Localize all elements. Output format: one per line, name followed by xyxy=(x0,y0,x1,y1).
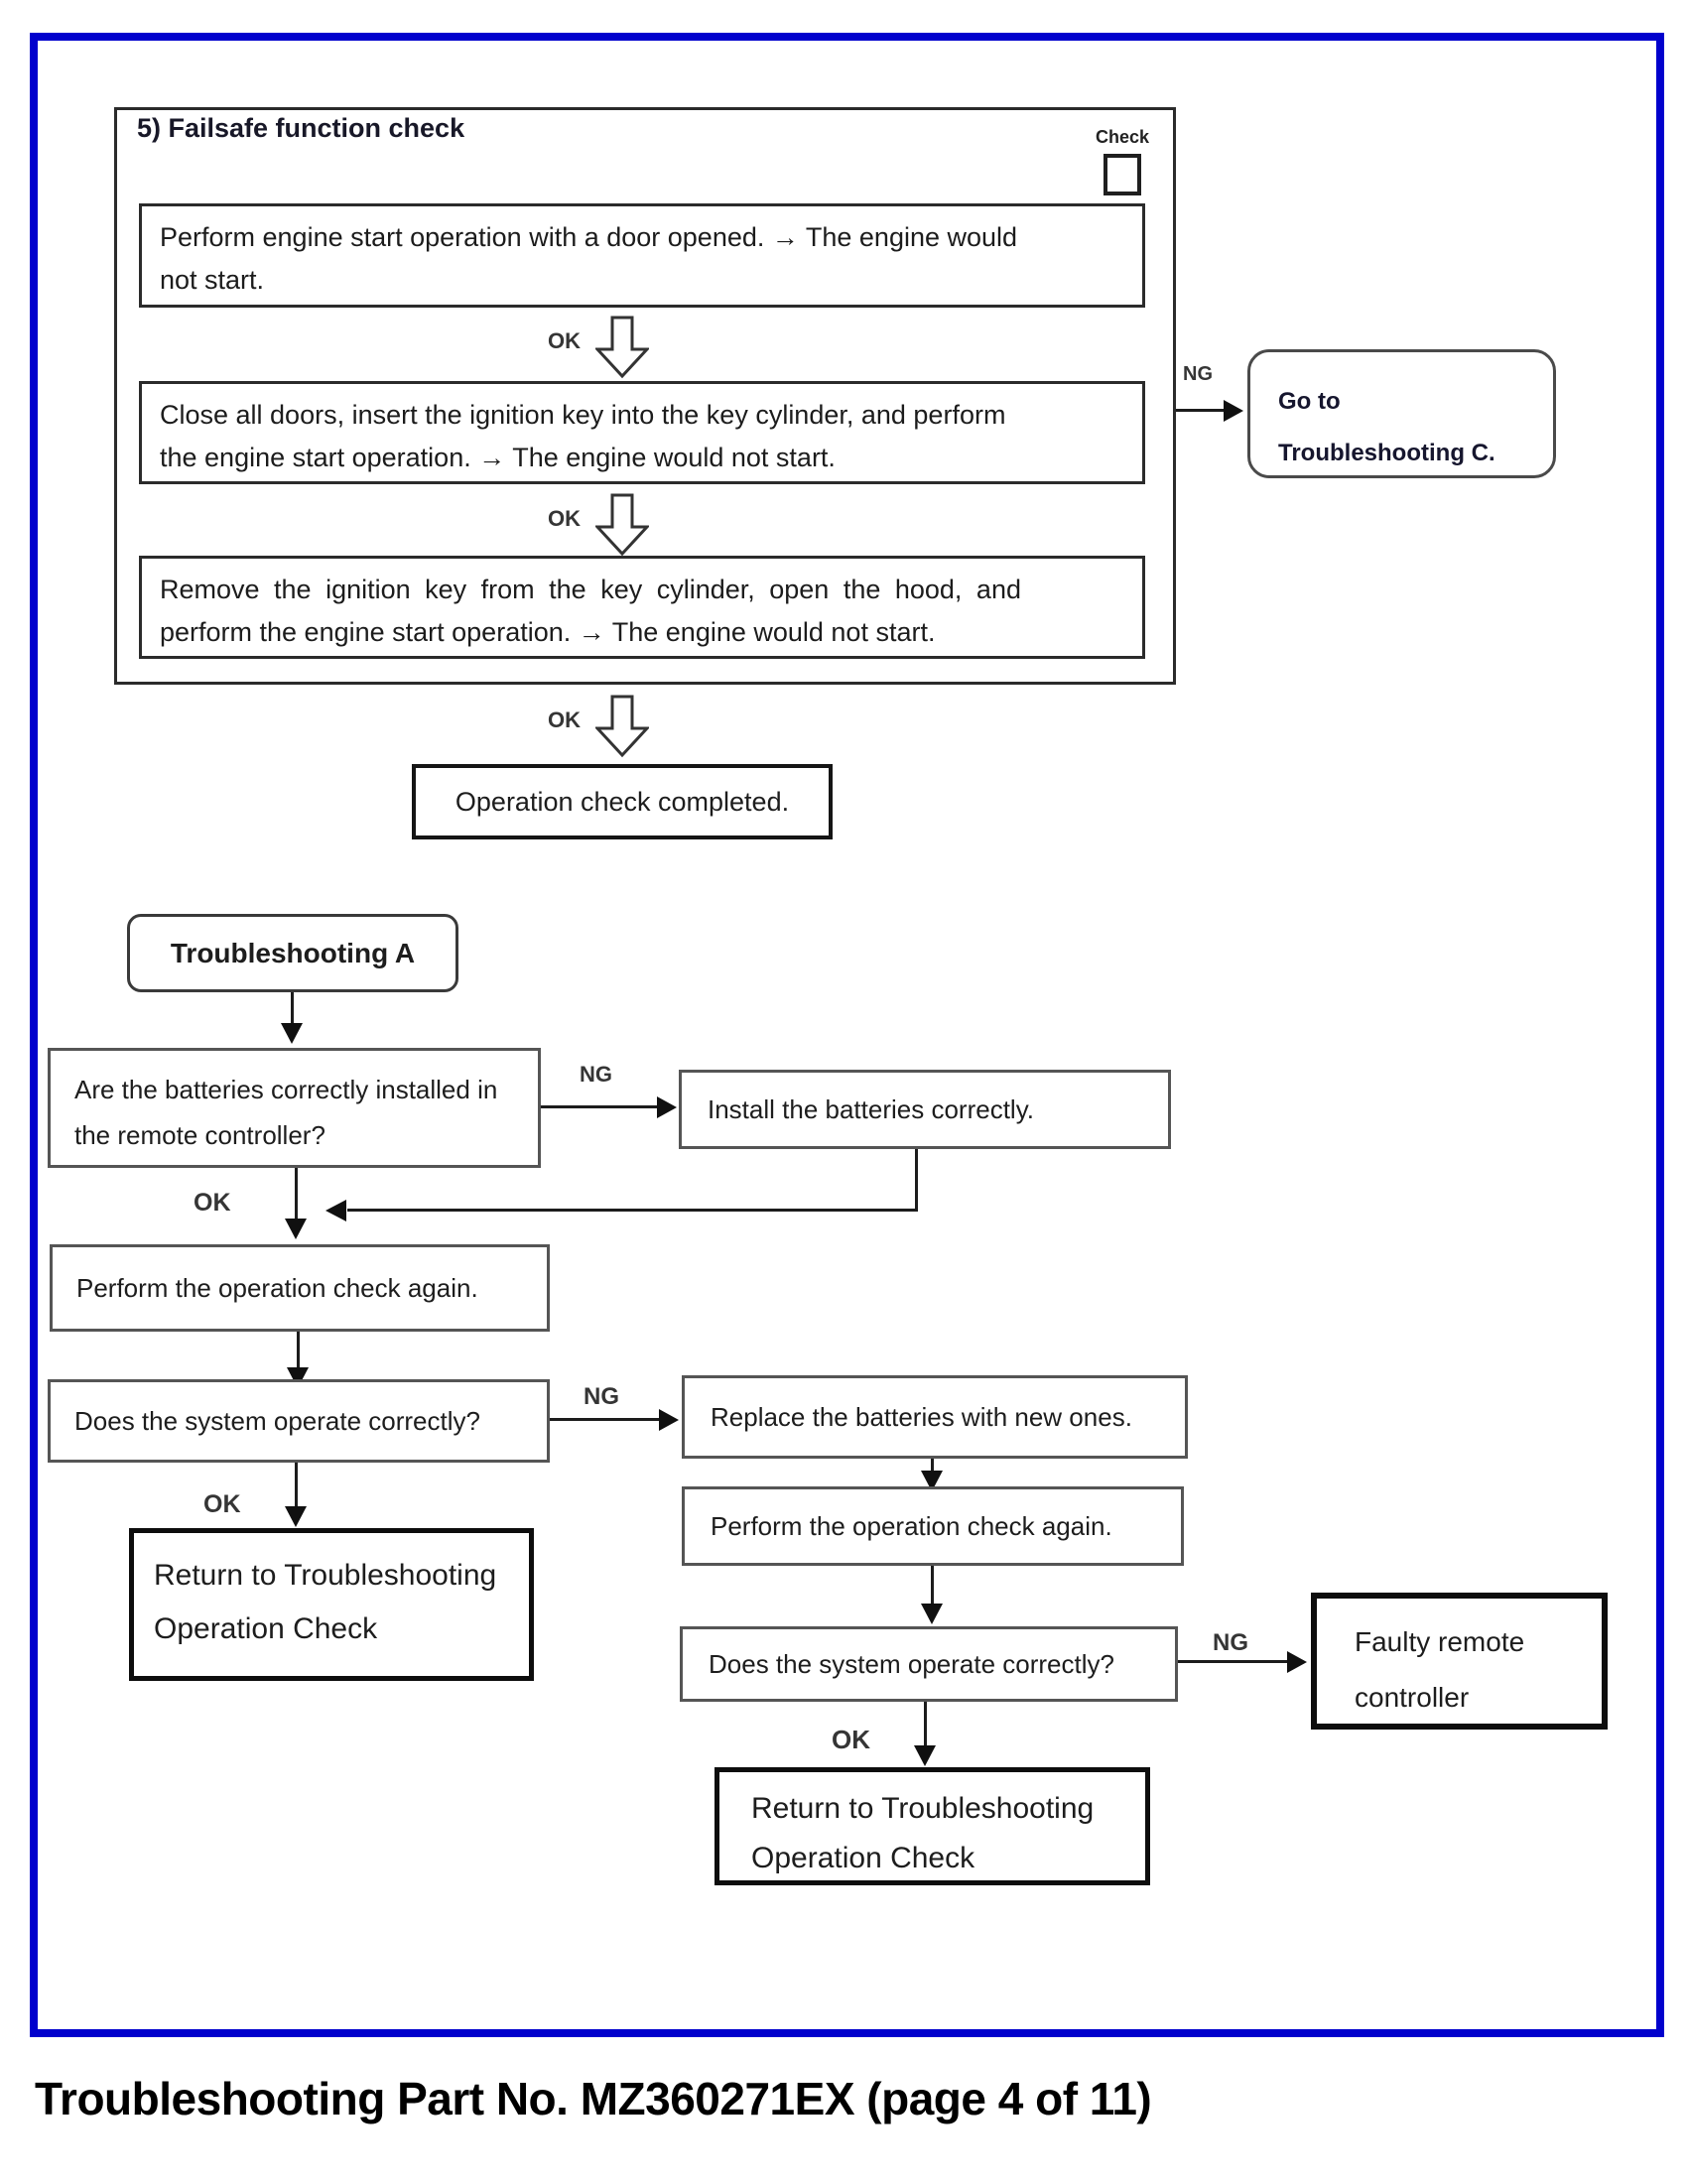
ng-connector-line xyxy=(1176,409,1226,412)
question-line: Are the batteries correctly installed in xyxy=(74,1075,498,1104)
flow-line xyxy=(291,992,294,1024)
ng-connector-line xyxy=(541,1105,662,1108)
install-batteries-box: Install the batteries correctly. xyxy=(679,1070,1171,1149)
flow-arrowhead-icon xyxy=(914,1745,936,1766)
ng-label: NG xyxy=(1183,363,1213,385)
ok-label: OK xyxy=(203,1490,241,1518)
return-line-text: Return to Troubleshooting xyxy=(154,1559,497,1592)
faulty-line-text: controller xyxy=(1355,1682,1470,1713)
ok-label: OK xyxy=(548,707,581,732)
ok-block-arrow-icon xyxy=(595,695,649,758)
ng-label: NG xyxy=(1213,1629,1248,1656)
ok-block-arrow-icon xyxy=(595,316,649,379)
check-label: Check xyxy=(1095,127,1150,147)
battery-question-box: Are the batteries correctly installed in… xyxy=(48,1048,541,1168)
page-caption: Troubleshooting Part No. MZ360271EX (pag… xyxy=(35,2073,1152,2124)
ng-connector-line xyxy=(1178,1660,1293,1663)
return-line-text: Return to Troubleshooting xyxy=(751,1792,1095,1825)
step-text-line: Close all doors, insert the ignition key… xyxy=(160,400,1006,430)
flow-arrowhead-icon xyxy=(285,1506,307,1527)
ng-arrowhead-icon xyxy=(1287,1651,1307,1673)
failsafe-step-2-box: Close all doors, insert the ignition key… xyxy=(139,381,1145,484)
failsafe-step-3-box: Remove the ignition key from the key cyl… xyxy=(139,556,1145,659)
flow-line xyxy=(931,1566,934,1606)
step-text-line: Remove the ignition key from the key cyl… xyxy=(160,575,1021,604)
perform-check-right-box: Perform the operation check again. xyxy=(682,1486,1184,1566)
ng-arrowhead-icon xyxy=(1224,400,1243,422)
flow-line xyxy=(931,1459,934,1473)
ok-label: OK xyxy=(548,506,581,531)
return-right-box: Return to Troubleshooting Operation Chec… xyxy=(714,1767,1150,1885)
return-arrowhead-icon xyxy=(325,1200,346,1221)
check-checkbox xyxy=(1104,154,1141,195)
step-text-line: Perform engine start operation with a do… xyxy=(160,222,1018,252)
operation-check-completed-box: Operation check completed. xyxy=(412,764,833,839)
question-line: the remote controller? xyxy=(74,1120,325,1150)
failsafe-section-title: 5) Failsafe function check xyxy=(137,113,465,143)
troubleshooting-a-start-box: Troubleshooting A xyxy=(127,914,458,992)
flow-arrowhead-icon xyxy=(921,1471,943,1491)
failsafe-step-1-box: Perform engine start operation with a do… xyxy=(139,203,1145,308)
flow-arrowhead-icon xyxy=(285,1219,307,1239)
return-line-text: Operation Check xyxy=(154,1612,378,1645)
flow-arrowhead-icon xyxy=(921,1604,943,1624)
system-question-right-box: Does the system operate correctly? xyxy=(680,1626,1178,1702)
flow-line xyxy=(295,1168,298,1220)
faulty-remote-box: Faulty remote controller xyxy=(1311,1593,1608,1730)
ok-block-arrow-icon xyxy=(595,493,649,557)
step-text-line: perform the engine start operation. → Th… xyxy=(160,617,936,647)
goto-line: Troubleshooting C. xyxy=(1278,440,1495,466)
ng-connector-line xyxy=(550,1418,665,1421)
step-text-line: the engine start operation. → The engine… xyxy=(160,443,836,472)
ok-label: OK xyxy=(194,1189,231,1217)
flow-line xyxy=(295,1463,298,1508)
flow-line xyxy=(297,1332,300,1369)
flow-arrowhead-icon xyxy=(281,1023,303,1044)
return-line xyxy=(915,1149,918,1211)
return-line-text: Operation Check xyxy=(751,1842,975,1874)
system-question-left-box: Does the system operate correctly? xyxy=(48,1379,550,1463)
ng-label: NG xyxy=(580,1062,612,1087)
ok-label: OK xyxy=(548,328,581,353)
replace-batteries-box: Replace the batteries with new ones. xyxy=(682,1375,1188,1459)
return-line xyxy=(347,1209,918,1212)
ng-arrowhead-icon xyxy=(659,1409,679,1431)
faulty-line-text: Faulty remote xyxy=(1355,1626,1525,1657)
step-text-line: not start. xyxy=(160,265,265,295)
goto-line: Go to xyxy=(1278,388,1341,415)
perform-check-left-box: Perform the operation check again. xyxy=(50,1244,550,1332)
ng-label: NG xyxy=(584,1383,619,1410)
ng-arrowhead-icon xyxy=(657,1096,677,1118)
goto-troubleshooting-c-box: Go to Troubleshooting C. xyxy=(1247,349,1556,478)
return-left-box: Return to Troubleshooting Operation Chec… xyxy=(129,1528,534,1681)
ok-label: OK xyxy=(832,1725,870,1754)
flow-line xyxy=(924,1702,927,1747)
